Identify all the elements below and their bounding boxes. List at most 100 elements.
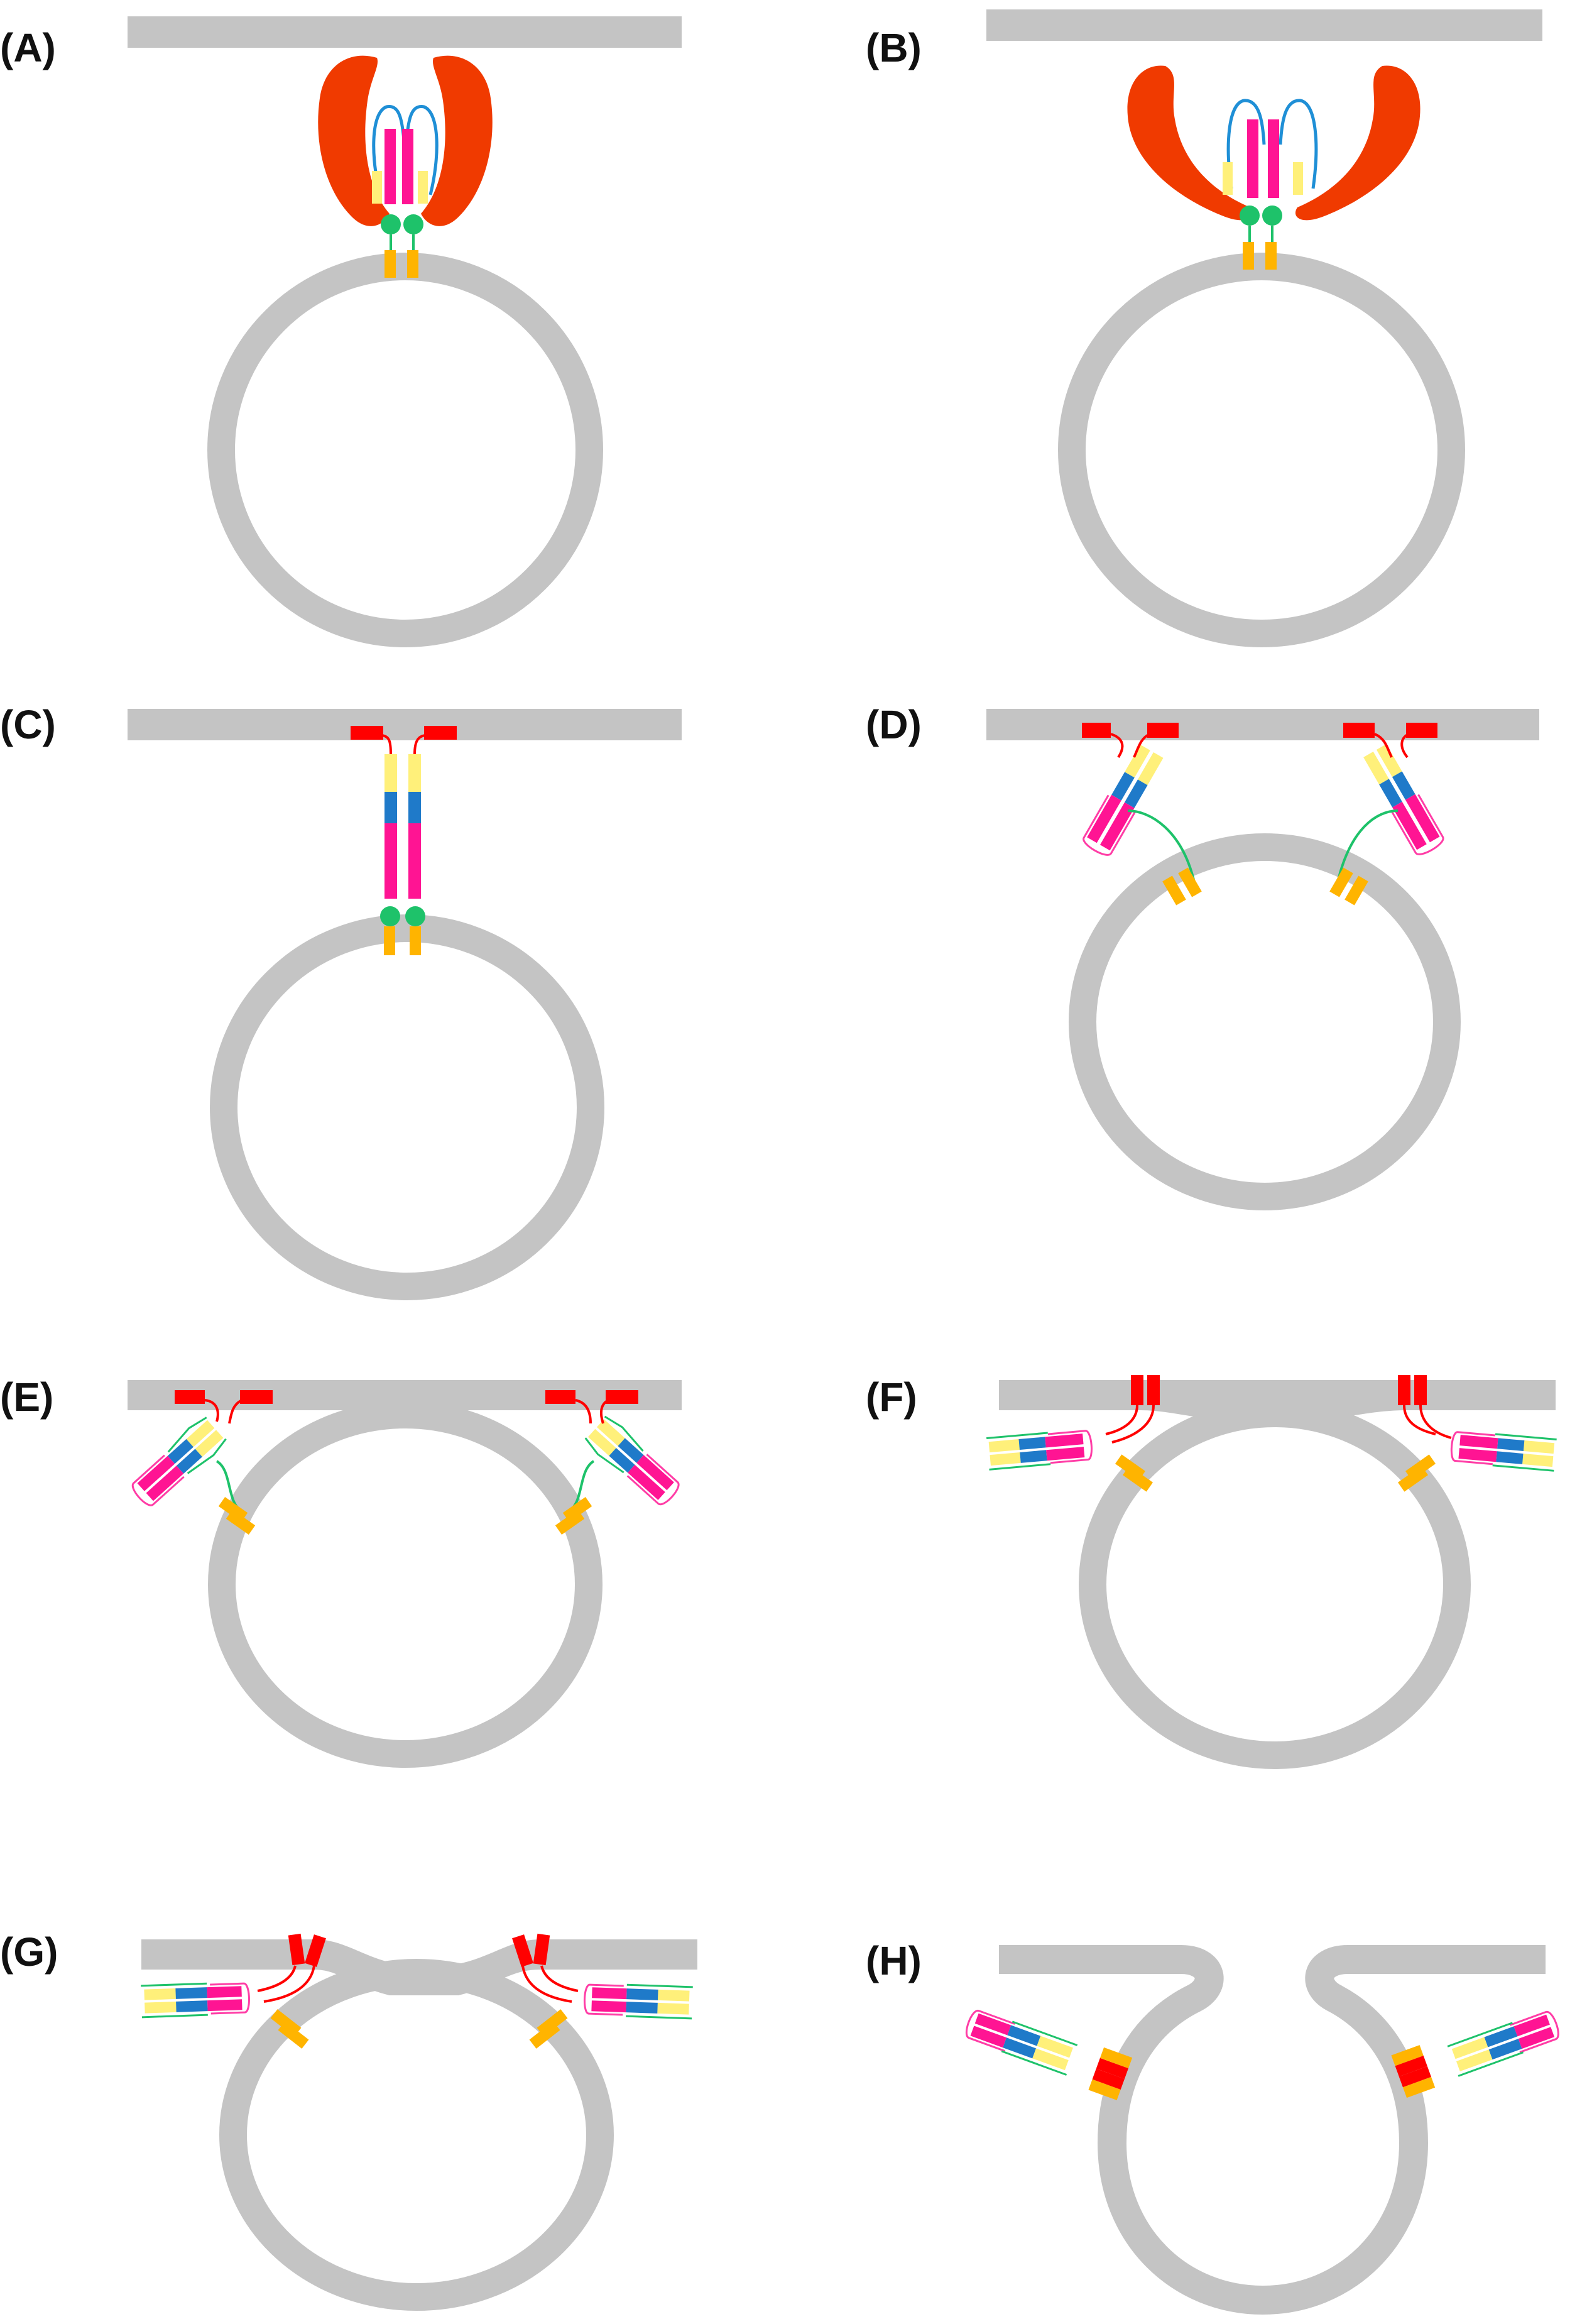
red-anchor (1131, 1375, 1143, 1405)
blue-domain (609, 1448, 635, 1473)
green-domain (403, 214, 423, 234)
snare-core (1045, 1433, 1084, 1448)
linker-line (1110, 733, 1150, 759)
blue-domain (176, 1449, 202, 1474)
yellow-domain (1363, 752, 1389, 785)
linker-line (575, 1399, 609, 1424)
yellow-domain (990, 1452, 1021, 1466)
blue-domain (1111, 772, 1135, 801)
red-anchor (1406, 723, 1437, 738)
snare-core (1459, 1435, 1498, 1449)
green-outline (141, 1982, 208, 2019)
snare-core (1513, 2014, 1550, 2037)
vesicle-anchor (1088, 2079, 1121, 2100)
snare-core (1458, 1448, 1497, 1462)
vesicle-membrane (219, 1959, 614, 2311)
vesicle-anchor (1391, 2045, 1424, 2066)
anchor-stack-left (1088, 2047, 1133, 2100)
snare-complex-left (986, 1430, 1093, 1471)
red-anchor (1414, 1375, 1427, 1405)
vesicle-anchor (562, 1497, 592, 1522)
linker-line (1105, 1405, 1155, 1444)
snare-core (384, 823, 397, 899)
vesicle-anchor (1405, 1454, 1436, 1481)
chaperone-right (1295, 65, 1421, 221)
blue-domain (167, 1439, 194, 1464)
snare-complex-right (584, 1415, 680, 1506)
vesicle-anchor (407, 250, 418, 278)
snare-core (1268, 119, 1279, 198)
snare-core (402, 129, 413, 204)
red-anchor (1343, 723, 1375, 738)
red-anchor (240, 1390, 273, 1404)
green-domain (381, 214, 401, 234)
snare-complex-right (583, 1983, 693, 2020)
snare-core (628, 1464, 665, 1500)
vesicle-membrane (207, 253, 603, 647)
yellow-domain (145, 2001, 177, 2014)
snare-core (1518, 2027, 1555, 2049)
yellow-domain (195, 1430, 224, 1457)
snare-complex-left (131, 1417, 227, 1506)
green-domain (380, 906, 400, 926)
panel-label-d: (D) (866, 702, 922, 747)
snare-core (146, 1466, 184, 1501)
pink-outline (1509, 2010, 1559, 2053)
blue-domain (1484, 2026, 1518, 2047)
vesicle-anchor (1402, 2076, 1436, 2098)
blue-domain (1496, 1451, 1524, 1464)
snare-complex-right (1447, 2010, 1559, 2077)
panel-label-a: (A) (0, 25, 56, 70)
panel-label-e: (E) (0, 1374, 53, 1420)
yellow-domain (1293, 162, 1303, 195)
linker-loop (372, 105, 439, 195)
yellow-domain (418, 171, 428, 204)
vesicle-anchor (1265, 242, 1277, 270)
vesicle-anchor (1329, 867, 1353, 897)
blue-domain (1497, 1438, 1525, 1451)
red-anchor (545, 1390, 575, 1404)
panel-label-c: (C) (0, 702, 56, 747)
chaperone-right (421, 55, 493, 226)
snare-core (974, 2013, 1012, 2036)
target-membrane (986, 709, 1539, 740)
red-anchor (1082, 723, 1111, 738)
green-outline (1492, 1433, 1557, 1472)
blue-domain (618, 1438, 644, 1463)
panel-b: (B) (866, 9, 1542, 647)
snare-core (1046, 1447, 1085, 1461)
red-anchor (1398, 1375, 1410, 1405)
blue-domain (1007, 2025, 1041, 2046)
green-outline (1001, 2020, 1078, 2076)
green-line (1337, 809, 1399, 880)
yellow-domain (408, 754, 421, 792)
snare-core (1247, 119, 1258, 198)
snare-core (591, 2000, 626, 2013)
green-outline (626, 1983, 693, 2020)
vesicle-anchor (384, 926, 395, 955)
yellow-domain (1523, 1440, 1555, 1454)
blue-domain (1003, 2037, 1037, 2059)
vesicle-membrane (208, 1401, 603, 1768)
panel-d: (D) (866, 702, 1539, 1210)
blue-domain (1020, 1450, 1047, 1463)
yellow-domain (1125, 745, 1150, 778)
vesicle-anchor (1178, 867, 1202, 897)
vesicle-anchor (410, 926, 421, 955)
panel-label-b: (B) (866, 25, 922, 70)
red-anchor (606, 1390, 638, 1404)
blue-domain (1379, 779, 1402, 808)
green-outline (167, 1417, 227, 1474)
blue-domain (1488, 2039, 1522, 2060)
yellow-domain (1137, 752, 1164, 786)
panel-f: (F) (866, 1374, 1557, 1769)
panel-label-g: (G) (0, 1929, 58, 1975)
yellow-domain (1451, 2037, 1488, 2059)
yellow-domain (1037, 2036, 1073, 2058)
red-anchor (1147, 1375, 1160, 1405)
target-membrane (128, 709, 682, 740)
red-anchor (175, 1390, 205, 1404)
red-anchor (512, 1934, 533, 1967)
red-anchor (351, 726, 383, 740)
snare-core (384, 129, 396, 204)
